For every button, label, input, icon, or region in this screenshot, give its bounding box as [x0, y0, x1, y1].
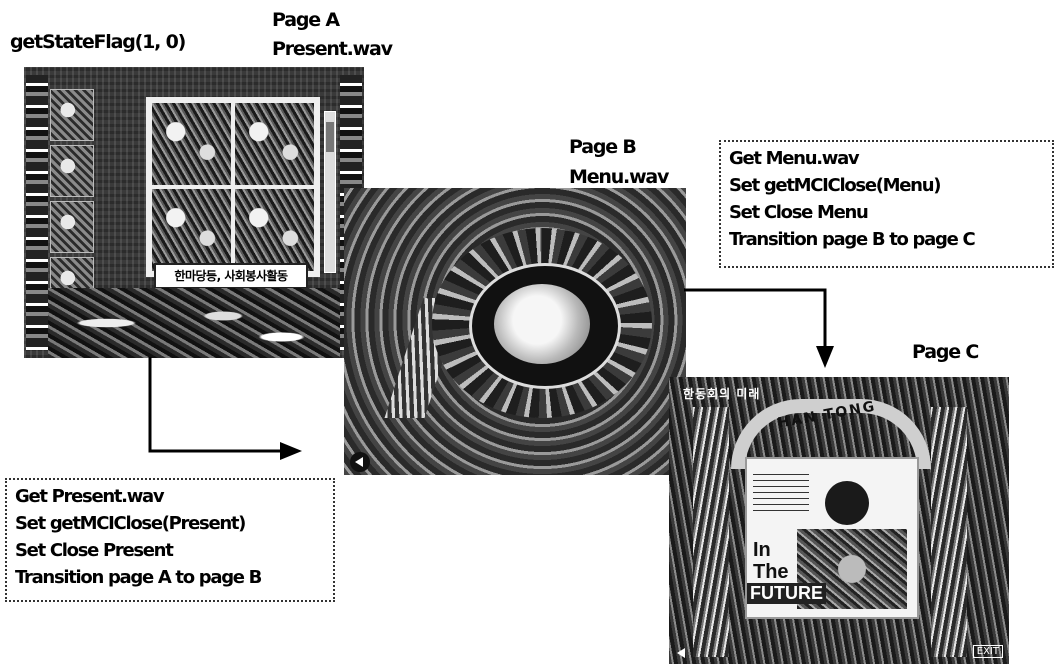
page-b-screenshot [344, 188, 686, 475]
page-a-crowd-image [48, 288, 340, 358]
page-a-photo-grid [152, 103, 314, 271]
page-a-sound-label: Present.wav [272, 37, 392, 61]
transition-a-line: Set Close Present [15, 537, 325, 564]
page-c-tree-right [931, 407, 967, 657]
page-a-photo [152, 103, 231, 185]
page-a-left-strip [26, 75, 48, 350]
transition-box-a-to-b: Get Present.wav Set getMCIClose(Present)… [5, 478, 335, 602]
page-c-tree-left [693, 407, 729, 657]
state-flag-label: getStateFlag(1, 0) [10, 30, 185, 54]
arrow-b-to-c [684, 290, 825, 350]
page-a-scrollbar[interactable] [324, 111, 336, 273]
back-arrow-icon[interactable] [350, 452, 370, 472]
page-c-emblem [825, 481, 869, 525]
page-c-panel: In The FUTURE [745, 457, 919, 619]
page-a-screenshot: 한마당등, 사회봉사활동 [24, 67, 364, 358]
page-a-photo [235, 103, 314, 185]
page-a-thumbnail [50, 89, 94, 141]
transition-box-b-to-c: Get Menu.wav Set getMCIClose(Menu) Set C… [719, 140, 1054, 268]
page-c-text-lines [753, 471, 809, 511]
page-a-thumbnail [50, 145, 94, 197]
transition-b-line: Get Menu.wav [729, 145, 1044, 172]
page-c-screenshot: 한동회의 미래 HAN TONG In The FUTURE EXIT [669, 377, 1009, 664]
transition-b-line: Set Close Menu [729, 199, 1044, 226]
arrowhead-a-to-b [280, 442, 302, 460]
page-c-name-label: Page C [912, 340, 978, 364]
arrowhead-b-to-c [816, 346, 834, 368]
page-a-photo [152, 189, 231, 271]
page-a-banner: 한마당등, 사회봉사활동 [154, 263, 308, 289]
transition-b-line: Set getMCIClose(Menu) [729, 172, 1044, 199]
page-c-header: 한동회의 미래 [683, 385, 760, 402]
page-b-name-label: Page B [569, 135, 636, 159]
page-c-exit-button[interactable]: EXIT [973, 645, 1003, 658]
transition-a-line: Set getMCIClose(Present) [15, 510, 325, 537]
page-c-future: FUTURE [747, 583, 826, 604]
page-c-back-arrow-icon[interactable] [677, 648, 689, 658]
transition-a-line: Transition page A to page B [15, 564, 325, 591]
arrow-a-to-b [150, 357, 284, 451]
page-a-photo [235, 189, 314, 271]
page-b-globe[interactable] [494, 284, 590, 364]
page-a-thumbnail [50, 201, 94, 253]
transition-a-line: Get Present.wav [15, 483, 325, 510]
page-a-photo-frame [146, 97, 320, 277]
transition-b-line: Transition page B to page C [729, 226, 1044, 253]
page-c-in-the: In The [753, 539, 789, 583]
page-a-scroll-thumb[interactable] [326, 122, 334, 152]
page-a-name-label: Page A [272, 8, 339, 32]
page-b-sound-label: Menu.wav [569, 165, 668, 189]
